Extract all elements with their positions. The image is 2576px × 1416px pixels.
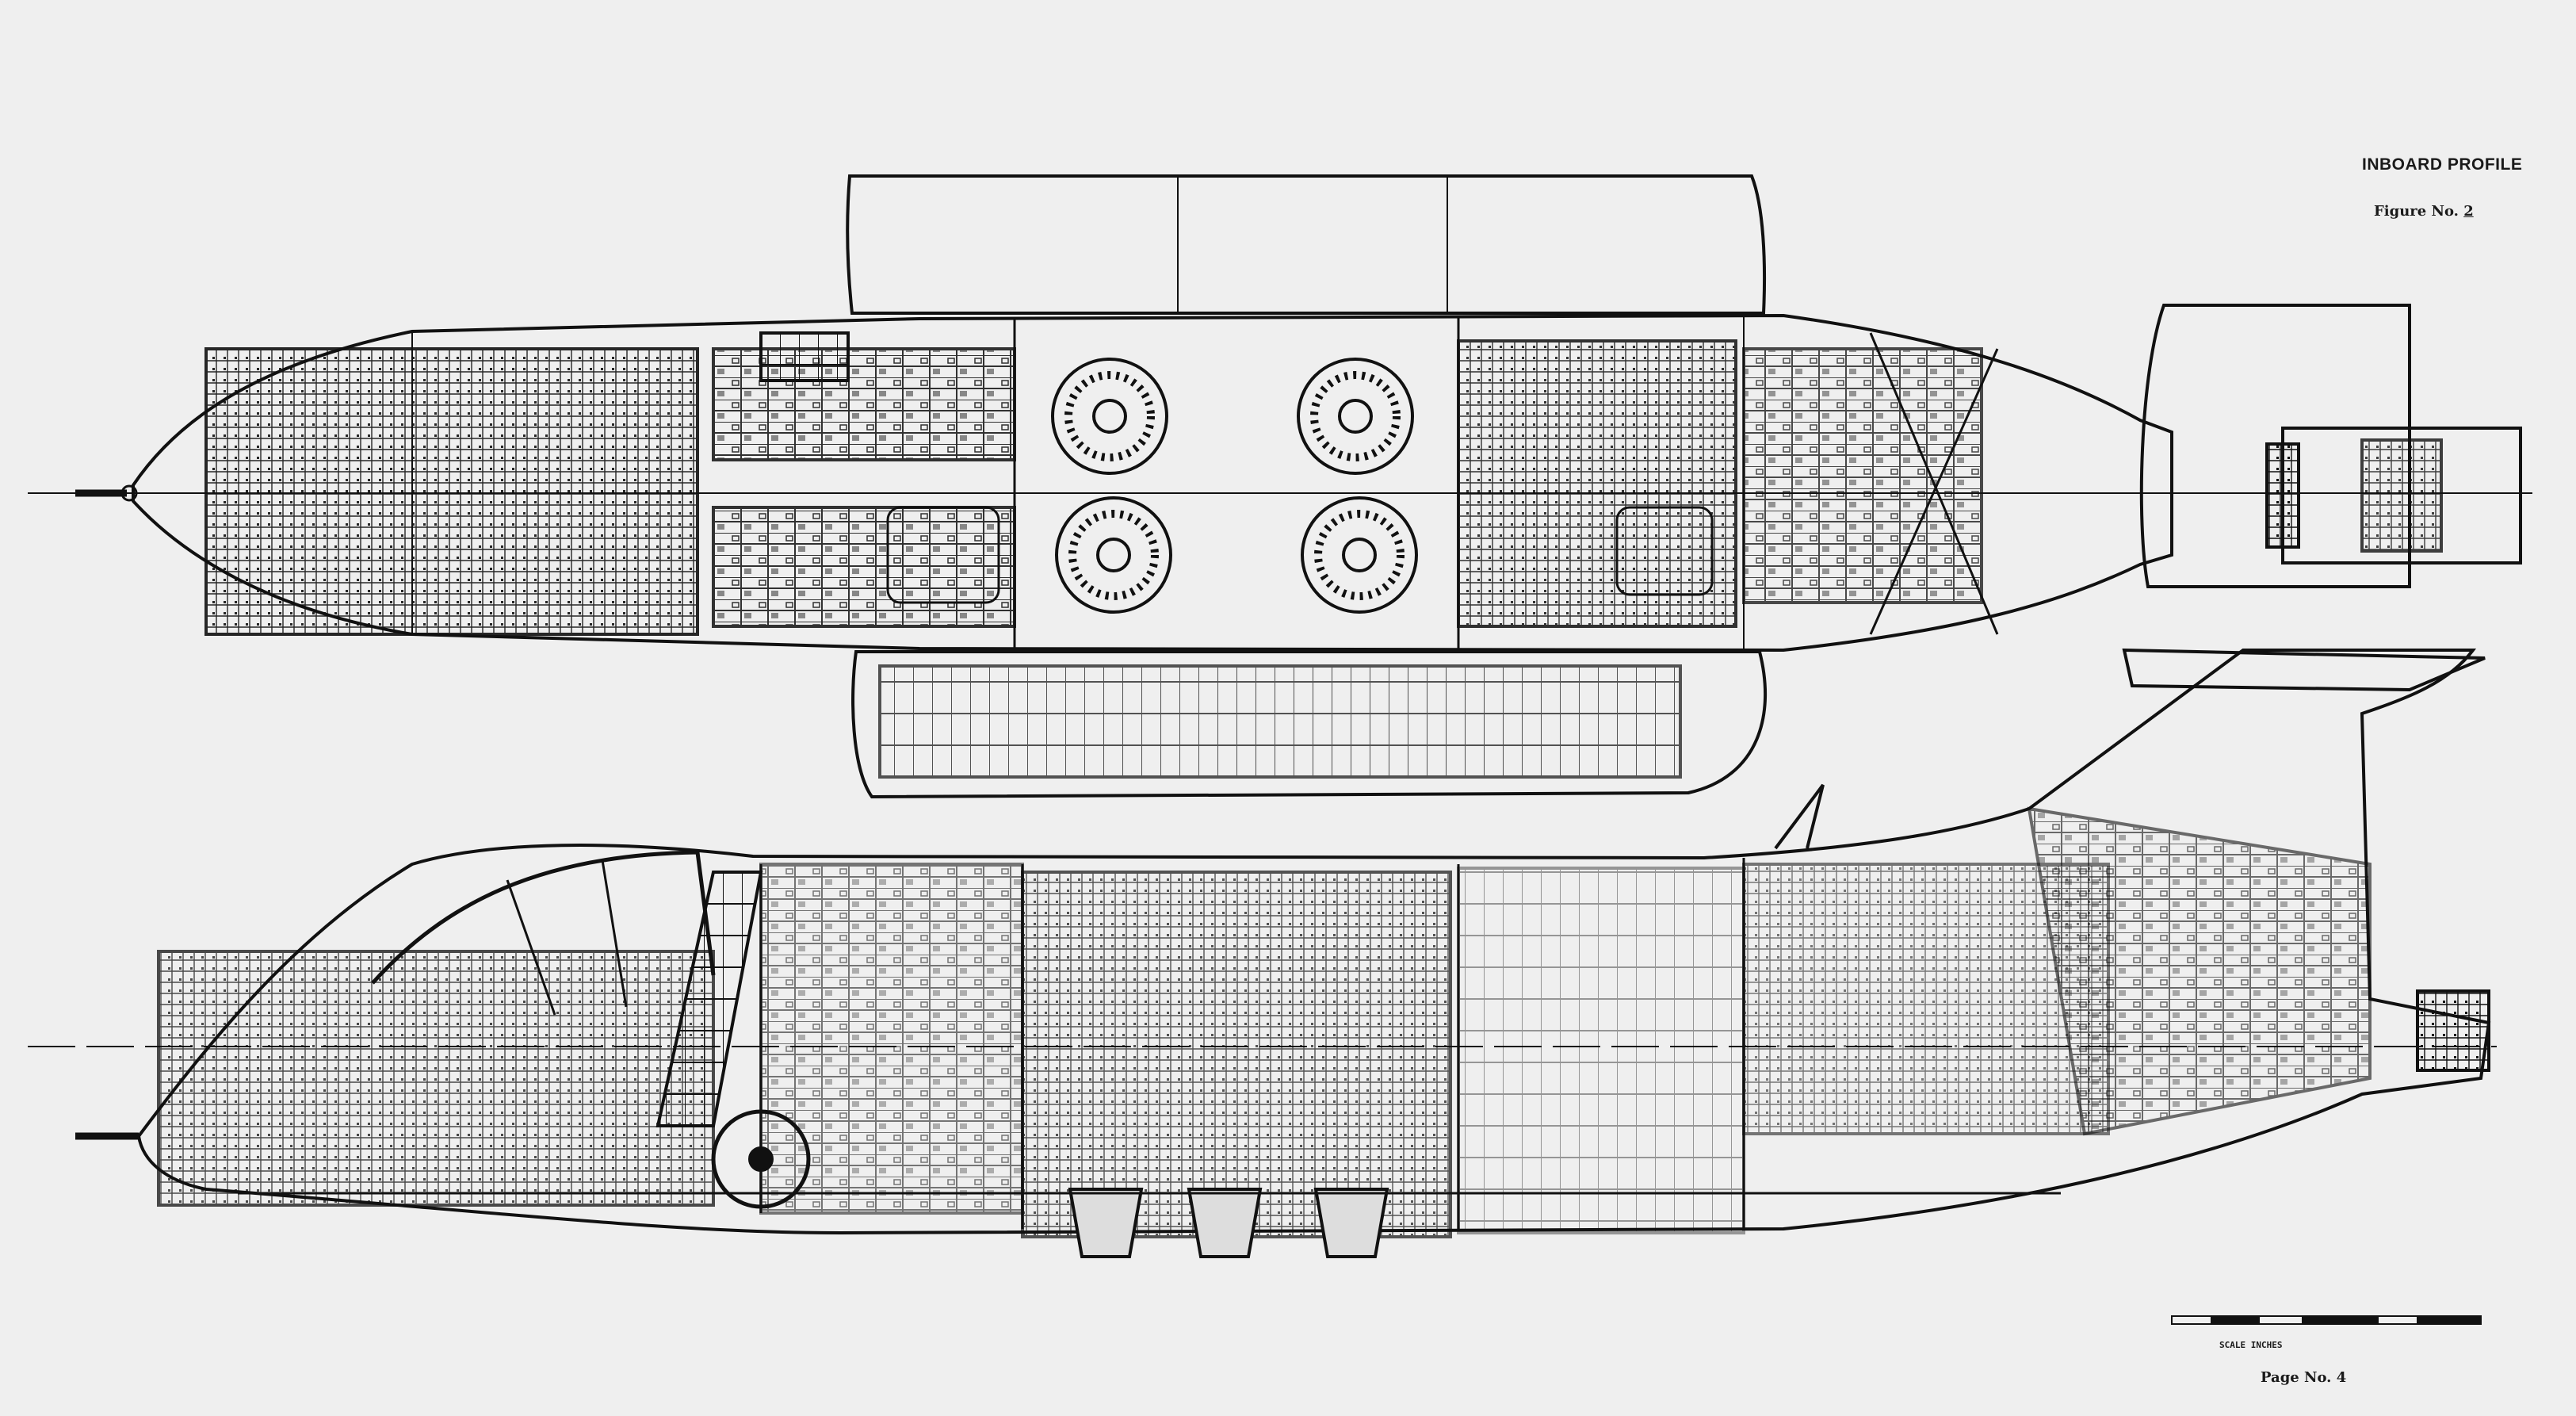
top-tail-fin xyxy=(2139,304,2411,588)
top-wing-fairing xyxy=(846,174,1767,315)
scale-bar xyxy=(2171,1315,2482,1325)
side-cockpit-detail xyxy=(157,950,715,1207)
drawing-title: INBOARD PROFILE xyxy=(2362,155,2523,174)
side-profile-view xyxy=(28,648,2497,1258)
top-turbine-rotors xyxy=(1051,358,1418,614)
top-internal-detail xyxy=(204,317,1999,779)
page-label: Page No. 4 xyxy=(2261,1369,2346,1386)
side-aft-bay xyxy=(1457,867,1745,1234)
top-ventral-tank xyxy=(851,650,1768,799)
top-probe xyxy=(75,484,138,502)
figure-label: Figure No. 2 xyxy=(2374,203,2474,220)
side-engine-bays xyxy=(1021,871,1452,1258)
side-avionics-bay xyxy=(759,863,1024,1215)
side-rear-structure xyxy=(1742,806,2490,1136)
dorsal-antenna xyxy=(1774,783,1825,850)
scale-caption: SCALE INCHES xyxy=(2219,1340,2283,1350)
top-plan-view xyxy=(28,174,2532,799)
side-fuselage-outline xyxy=(136,649,2491,1235)
page-number: 4 xyxy=(2336,1369,2347,1386)
figure-label-text: Figure No. xyxy=(2374,203,2459,220)
figure-number: 2 xyxy=(2463,203,2474,220)
tailplane xyxy=(2122,648,2486,692)
page-label-text: Page No. xyxy=(2261,1369,2332,1386)
